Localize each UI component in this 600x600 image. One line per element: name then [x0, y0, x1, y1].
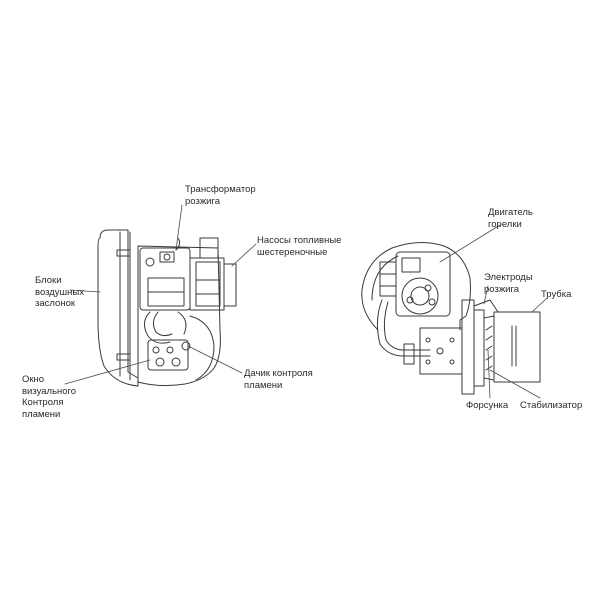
- label-ignition-electrodes-line-2: розжига: [484, 283, 520, 295]
- label-ignition-transformer-line-1: Трансформатор: [185, 184, 256, 195]
- label-inspection-window-line-1: Окно: [22, 374, 45, 385]
- label-ignition-electrodes-line-1: Электроды: [484, 272, 533, 283]
- label-air-dampers: Блоки воздушных заслонок: [35, 275, 84, 310]
- label-ignition-transformer-line-2: розжига: [185, 195, 221, 207]
- label-air-dampers-line-2: воздушных: [35, 286, 85, 298]
- label-blast-tube-line-1: Трубка: [541, 289, 572, 300]
- label-fuel-pumps-line-2: шестереночные: [257, 246, 328, 258]
- label-burner-motor: Двигатель горелки: [488, 207, 533, 230]
- label-inspection-window-line-4: пламени: [22, 408, 61, 420]
- label-burner-motor-line-1: Двигатель: [488, 207, 533, 218]
- label-blast-tube: Трубка: [541, 289, 571, 301]
- label-ignition-electrodes: Электроды розжига: [484, 272, 533, 295]
- burner-side-view: [361, 242, 541, 395]
- label-inspection-window: Окно визуального Контроля пламени: [22, 374, 76, 420]
- label-flame-sensor-line-1: Дачик контроля: [244, 368, 313, 379]
- blast-tube: [493, 311, 541, 383]
- label-fuel-pumps-line-1: Насосы топливные: [257, 235, 342, 246]
- label-stabilizer: Стабилизатор: [520, 400, 582, 412]
- label-nozzle-line-1: Форсунка: [466, 400, 509, 411]
- burner-front-view: [97, 229, 237, 387]
- flame-sensor-shape: [181, 341, 191, 351]
- mount-block: [419, 327, 463, 375]
- label-air-dampers-line-3: заслонок: [35, 298, 76, 309]
- label-stabilizer-line-1: Стабилизатор: [520, 400, 583, 411]
- label-burner-motor-line-2: горелки: [488, 218, 522, 230]
- label-air-dampers-line-1: Блоки: [35, 275, 62, 286]
- label-inspection-window-line-2: визуального: [22, 385, 77, 397]
- label-fuel-pumps: Насосы топливные шестереночные: [257, 235, 341, 258]
- label-nozzle: Форсунка: [466, 400, 508, 412]
- motor-shape: [395, 251, 451, 317]
- leader-lines: [64, 204, 548, 399]
- flange: [461, 299, 475, 395]
- label-inspection-window-line-3: Контроля: [22, 397, 64, 408]
- label-ignition-transformer: Трансформатор розжига: [185, 184, 256, 207]
- label-flame-sensor: Дачик контроля пламени: [244, 368, 313, 391]
- label-flame-sensor-line-2: пламени: [244, 379, 283, 391]
